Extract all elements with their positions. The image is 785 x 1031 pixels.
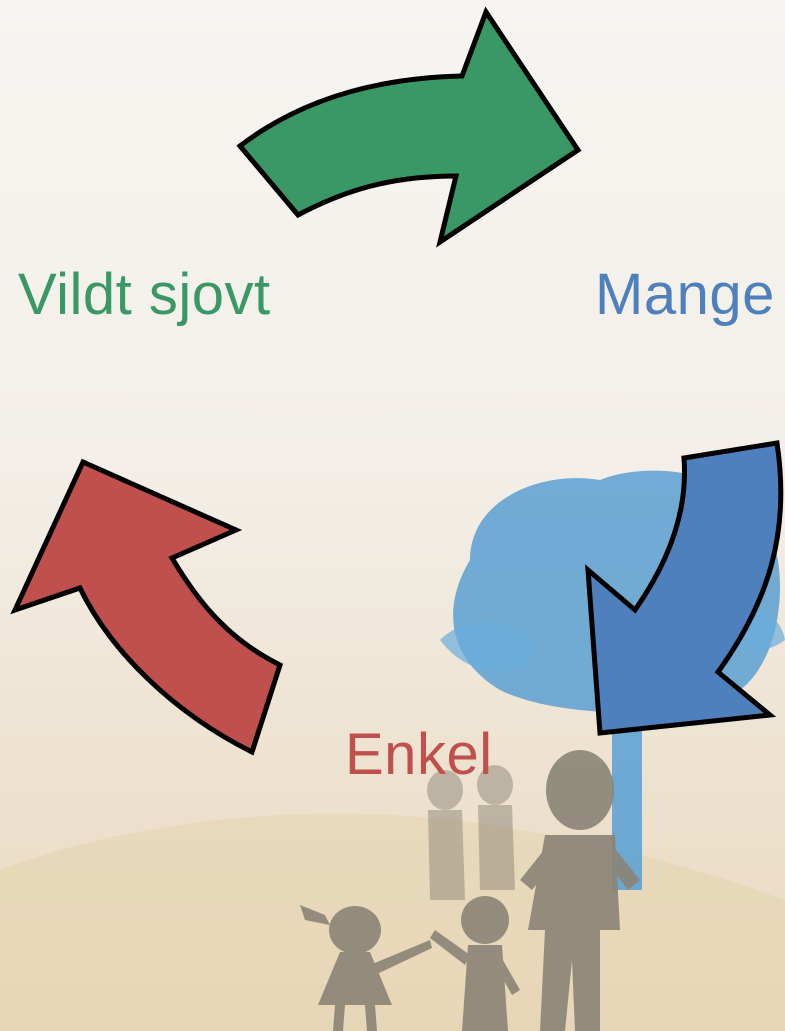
label-mange: Mange [595, 262, 775, 327]
label-enkel: Enkel [345, 722, 493, 787]
label-vildt-sjovt: Vildt sjovt [18, 262, 271, 327]
family-figures-icon [300, 750, 640, 1031]
ground-shape [0, 813, 785, 1031]
